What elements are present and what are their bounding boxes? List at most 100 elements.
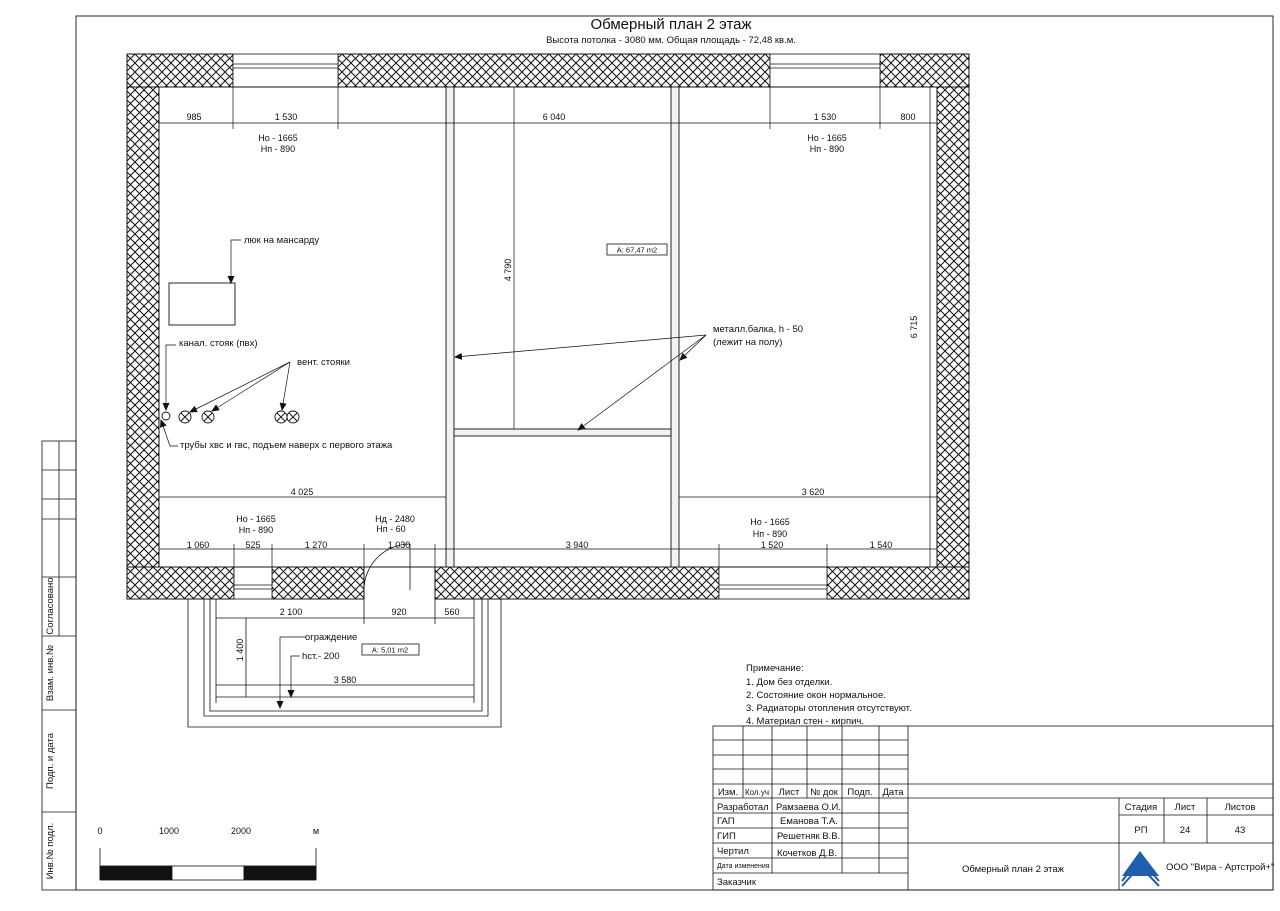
label-pipes: трубы хвс и гвс, подъем наверх с первого…	[180, 440, 393, 451]
window-2-no: Но - 1665	[807, 133, 847, 143]
tb-header-list: Лист	[779, 787, 800, 798]
label-hst: hст.- 200	[302, 651, 340, 662]
window-3-no: Но - 1665	[236, 514, 276, 524]
label-beam-2: (лежит на полу)	[713, 337, 782, 348]
stamp-agreed: Согласовано	[45, 577, 56, 634]
label-beam-1: металл.балка, h - 50	[713, 324, 803, 335]
metal-beams	[445, 86, 680, 568]
window-labels: Но - 1665 Нп - 890 Но - 1665 Нп - 890 Но…	[236, 133, 847, 539]
tb-header-izm: Изм.	[718, 787, 738, 798]
dim-top-5: 800	[900, 112, 915, 122]
tb-stage-header: Стадия	[1125, 802, 1157, 813]
label-fence: ограждение	[305, 632, 357, 643]
tb-role-gip: ГИП	[717, 831, 736, 842]
balcony-door	[363, 543, 436, 599]
title-block	[712, 725, 1274, 891]
tb-stage-value: РП	[1134, 825, 1147, 836]
side-stamp	[41, 440, 77, 891]
dim-balcony-2: 920	[391, 607, 406, 617]
dim-balcony-1: 2 100	[280, 607, 303, 617]
window-3-np: Нп - 890	[239, 525, 273, 535]
stamp-replacement: Взам. инв.№	[45, 645, 56, 701]
scale-label-unit: м	[313, 826, 319, 836]
title-block-stage: Стадия Лист Листов РП 24 43	[1125, 802, 1256, 836]
balcony	[187, 599, 502, 728]
risers	[161, 410, 300, 424]
dim-bottom-2: 525	[245, 540, 260, 550]
dim-bottom-1: 1 060	[187, 540, 210, 550]
dim-bottom-3: 1 270	[305, 540, 328, 550]
note-1: 1. Дом без отделки.	[746, 677, 832, 688]
dim-top-3: 6 040	[543, 112, 566, 122]
scale-label-1000: 1000	[159, 826, 179, 836]
scale-label-2000: 2000	[231, 826, 251, 836]
dim-bottom-5: 3 940	[566, 540, 589, 550]
tb-drawing-title: Обмерный план 2 этаж	[962, 864, 1065, 875]
balcony-dims: 2 100 920 560 3 580 1 400	[235, 607, 460, 685]
title-block-headers: Изм. Кол.уч Лист № док Подп. Дата	[718, 787, 904, 798]
note-4: 4. Материал стен - кирпич.	[746, 716, 864, 727]
leader-lines	[159, 239, 707, 709]
exterior-walls	[126, 53, 970, 600]
tb-name-gip: Решетняк В.В.	[777, 831, 840, 842]
dim-bottom-7: 1 540	[870, 540, 893, 550]
tb-role-drawer: Чертил	[717, 846, 749, 857]
tb-sheet-value: 24	[1180, 825, 1191, 836]
note-2: 2. Состояние окон нормальное.	[746, 690, 886, 701]
tb-role-gap: ГАП	[717, 816, 735, 827]
label-vent-risers: вент. стояки	[297, 357, 350, 368]
tb-sheets-value: 43	[1235, 825, 1246, 836]
dim-bottom-6: 1 520	[761, 540, 784, 550]
dimension-texts: 985 1 530 6 040 1 530 800 1 060 525 1 27…	[186, 112, 919, 550]
tb-header-kol: Кол.уч	[745, 788, 769, 797]
area-labels: А: 67,47 m2 А: 5,01 m2	[361, 243, 668, 656]
tb-header-doc: № док	[810, 787, 839, 798]
label-attic-hatch: люк на мансарду	[244, 235, 319, 246]
window-1-no: Но - 1665	[258, 133, 298, 143]
tb-header-sign: Подп.	[847, 787, 872, 798]
stamp-inventory: Инв.№ подл.	[45, 823, 56, 880]
scale-label-0: 0	[97, 826, 102, 836]
dim-top-2: 1 530	[275, 112, 298, 122]
dim-top-1: 985	[186, 112, 201, 122]
annotation-labels: люк на мансарду канал. стояк (пвх) вент.…	[179, 235, 803, 662]
door-np: Нп - 60	[376, 524, 405, 534]
tb-sheets-header: Листов	[1225, 802, 1256, 813]
dim-vert-2: 6 715	[909, 316, 919, 339]
notes-block: Примечание: 1. Дом без отделки. 2. Состо…	[746, 663, 912, 727]
tb-name-gap: Еманова Т.А.	[780, 816, 838, 827]
dim-vert-1: 4 790	[503, 259, 513, 282]
tb-role-customer: Заказчик	[717, 877, 757, 888]
tb-header-date: Дата	[882, 787, 904, 798]
room-contour	[159, 86, 937, 568]
dim-mid-left: 4 025	[291, 487, 314, 497]
window-4-no: Но - 1665	[750, 517, 790, 527]
dim-balcony-3: 560	[444, 607, 459, 617]
stamp-sign-date: Подп. и дата	[45, 732, 56, 789]
dimension-lines	[159, 87, 937, 567]
note-3: 3. Радиаторы отопления отсутствуют.	[746, 703, 912, 714]
company-logo-icon	[1121, 851, 1160, 887]
area-balcony: А: 5,01 m2	[372, 646, 408, 655]
tb-name-drawer: Кочетков Д.В.	[777, 848, 837, 859]
window-2-np: Нп - 890	[810, 144, 844, 154]
window-4-np: Нп - 890	[753, 529, 787, 539]
dim-top-4: 1 530	[814, 112, 837, 122]
dim-balcony-vert: 1 400	[235, 639, 245, 662]
page-title: Обмерный план 2 этаж	[590, 16, 751, 33]
tb-sheet-header: Лист	[1175, 802, 1196, 813]
page-subtitle: Высота потолка - 3080 мм. Общая площадь …	[546, 35, 796, 46]
dim-bottom-4: 1 030	[388, 540, 411, 550]
tb-role-developer: Разработал	[717, 802, 769, 813]
tb-role-change-date: Дата изменения	[717, 863, 770, 870]
title-block-rows: Разработал Рамзаева О.И. ГАП Еманова Т.А…	[717, 802, 841, 888]
scale-bar: 0 1000 2000 м	[97, 826, 319, 881]
door-nd: Нд - 2480	[375, 514, 415, 524]
area-main: А: 67,47 m2	[617, 246, 657, 255]
tb-company-name: ООО "Вира - Артстрой+"	[1166, 862, 1274, 873]
windows	[232, 53, 881, 600]
dim-balcony-4: 3 580	[334, 675, 357, 685]
window-1-np: Нп - 890	[261, 144, 295, 154]
tb-name-developer: Рамзаева О.И.	[776, 802, 841, 813]
